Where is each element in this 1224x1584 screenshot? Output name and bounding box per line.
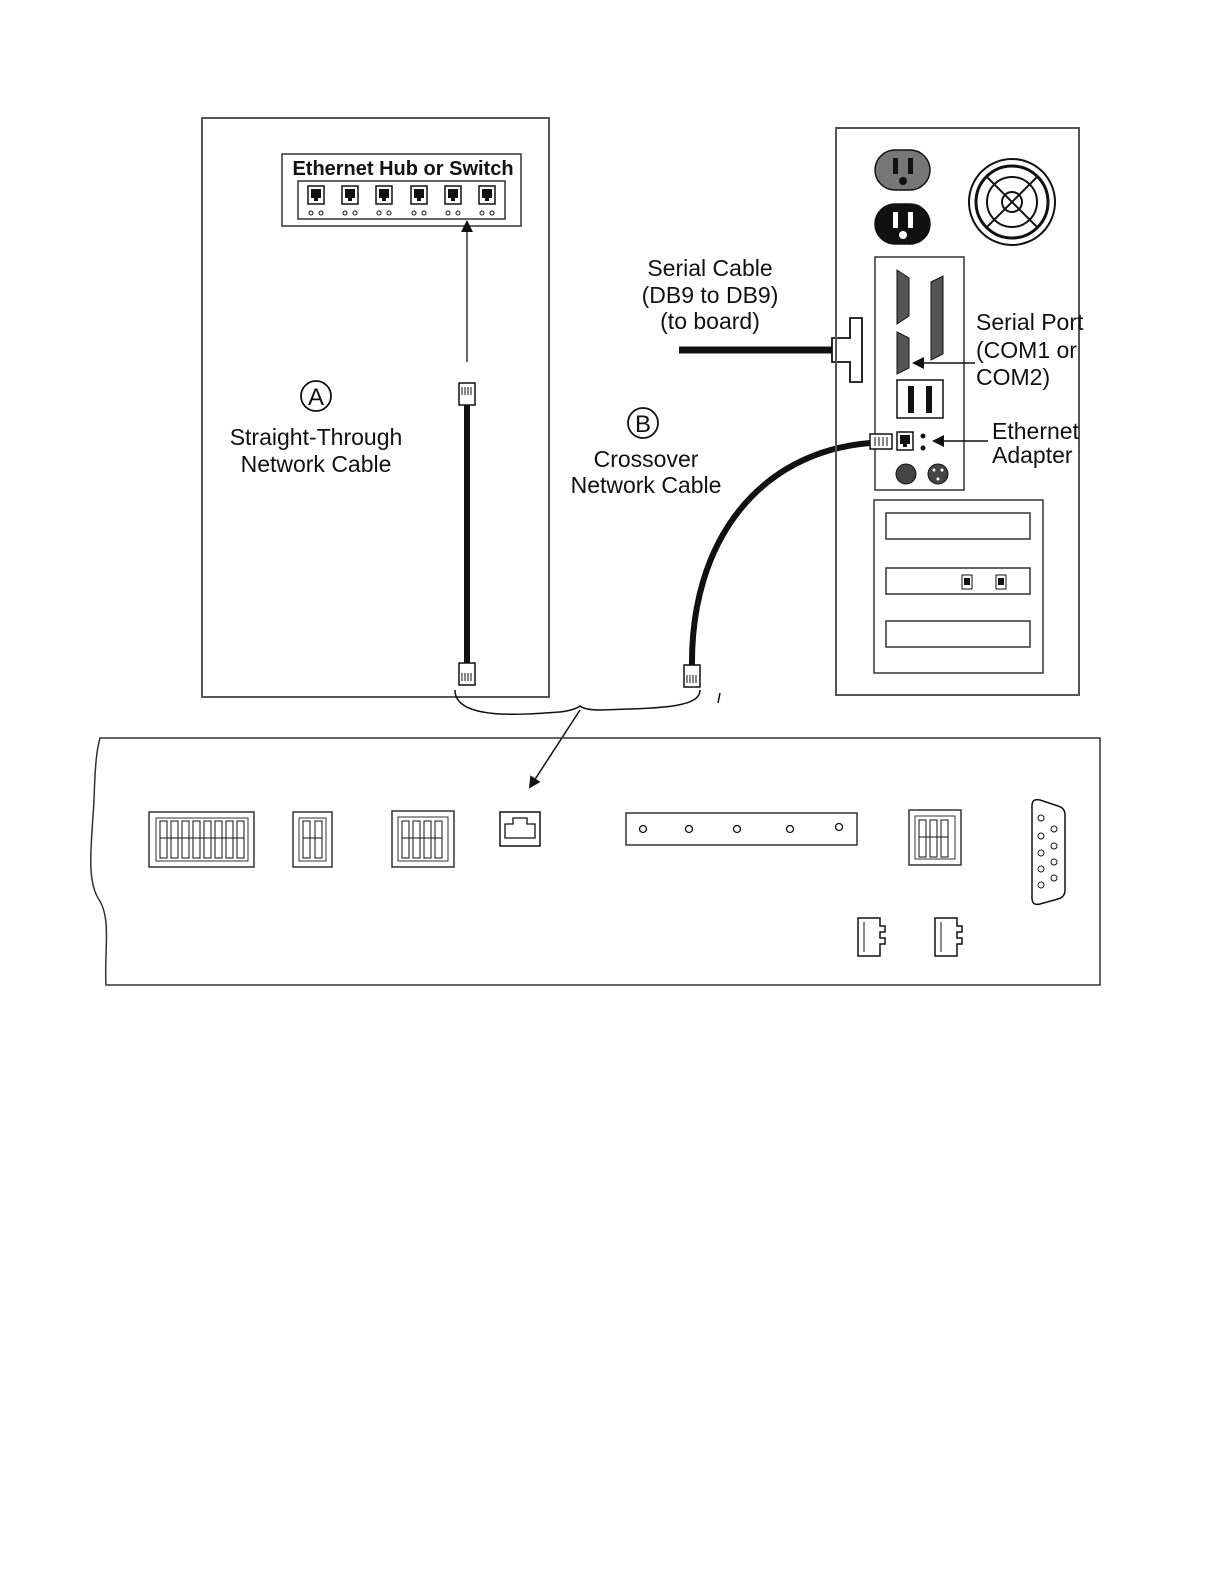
ethernet-adapter-label-line2: Adapter: [992, 442, 1073, 468]
dip-switch-3: [909, 810, 961, 865]
rj45-port-icon: [308, 186, 324, 215]
ps2-port-keyboard: [928, 464, 948, 484]
rj45-plug-icon: [459, 383, 475, 405]
ps2-port-mouse: [896, 464, 916, 484]
usb-ports: [897, 380, 943, 418]
dip-switch-4: [392, 811, 454, 867]
dip-switch-8: [149, 812, 254, 867]
cable-a-label-line1: Straight-Through: [230, 424, 403, 450]
expansion-slots: [874, 500, 1043, 673]
ethernet-adapter-label-line1: Ethernet: [992, 418, 1080, 444]
board-phone-jack: [935, 918, 962, 956]
rj45-plug-icon: [684, 665, 700, 687]
board-ethernet-jack: [500, 812, 540, 846]
hub-panel: Ethernet Hub or Switch: [202, 118, 549, 697]
rj45-plug-icon: [459, 663, 475, 685]
serial-port-label-line2: (COM1 or: [976, 337, 1077, 363]
board-phone-jack: [858, 918, 885, 956]
hub-ports: [308, 186, 495, 215]
rj45-port-icon: [342, 186, 358, 215]
dip-switch-2: [293, 812, 332, 867]
rj45-port-icon: [479, 186, 495, 215]
target-board: [91, 738, 1100, 985]
arrow-to-board-port: [530, 710, 580, 787]
cable-a-label-line2: Network Cable: [241, 451, 392, 477]
db9-connector-icon: [897, 332, 909, 374]
hub-label: Ethernet Hub or Switch: [292, 158, 513, 180]
rj45-port-icon: [376, 186, 392, 215]
cable-b-label-line1: Crossover: [594, 446, 699, 472]
serial-cable-label-line2: (DB9 to DB9): [642, 282, 779, 308]
serial-port-label-line1: Serial Port: [976, 309, 1084, 335]
rj45-port-icon: [445, 186, 461, 215]
pc-rear-panel: Serial Port (COM1 or COM2) Ethernet Adap…: [836, 128, 1084, 695]
fan-icon: [969, 159, 1055, 245]
cable-b-label-line2: Network Cable: [571, 472, 722, 498]
callout-a-letter: A: [308, 384, 324, 411]
crossover-cable-group: B Crossover Network Cable Serial Cable (…: [571, 255, 870, 703]
serial-cable-label-line1: Serial Cable: [647, 255, 772, 281]
serial-port-label-line3: COM2): [976, 364, 1050, 390]
ethernet-port-icon: [897, 432, 926, 451]
io-panel: [870, 257, 964, 490]
header-strip: [626, 813, 857, 845]
rj45-port-icon: [411, 186, 427, 215]
rj45-plug-icon: [870, 434, 892, 449]
serial-cable-label-line3: (to board): [660, 308, 760, 334]
straight-through-cable: [459, 383, 475, 685]
db9-connector-icon: [1032, 800, 1065, 905]
callout-b-letter: B: [635, 411, 651, 438]
power-outlet-icon: [875, 204, 930, 244]
power-outlet-icon: [875, 150, 930, 190]
